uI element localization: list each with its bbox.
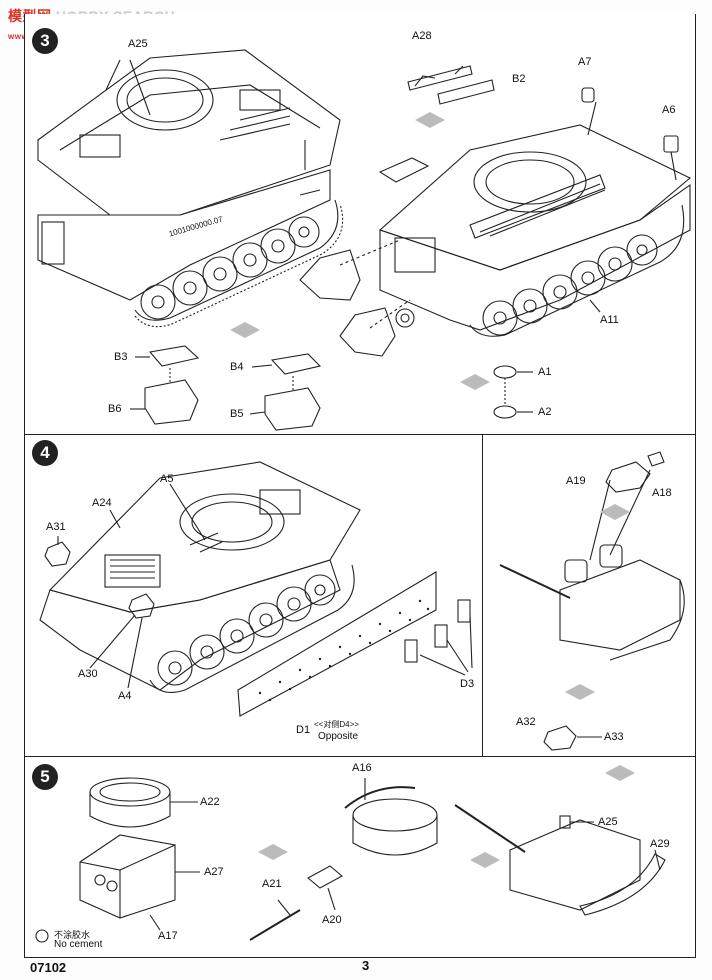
- step4-turret-body: [559, 559, 681, 651]
- label-b2: B2: [512, 73, 526, 85]
- step4-engine-deck: [104, 554, 161, 588]
- part-a20: [307, 865, 343, 889]
- step3-final-drive-left: [299, 249, 361, 301]
- kit-number: 07102: [30, 960, 67, 975]
- step3-left-hull-side: [37, 169, 331, 301]
- step4-roadwheels: [157, 574, 336, 686]
- label-a33: A33: [604, 731, 624, 743]
- step5-turret: [509, 819, 641, 911]
- step3-left-turret-ring: [116, 69, 214, 131]
- label-a16: A16: [352, 762, 372, 774]
- part-a21: [249, 909, 301, 941]
- assembly-arrows: [230, 112, 635, 868]
- step3-right-hull-side: [379, 183, 691, 331]
- part-a1: [493, 365, 517, 379]
- label-a5: A5: [160, 473, 174, 485]
- step3-panel: [24, 14, 696, 435]
- step3-plate-upper: [378, 157, 430, 183]
- label-a4: A4: [118, 690, 132, 702]
- part-d3-c: [457, 599, 471, 623]
- label-a1: A1: [538, 366, 552, 378]
- step5-number-badge: 5: [32, 764, 58, 790]
- step3-left-hull-top: [37, 49, 341, 216]
- step4-number-badge: 4: [32, 440, 58, 466]
- part-b4: [270, 353, 322, 375]
- step3-right-roadwheels: [482, 234, 658, 336]
- label-a21: A21: [262, 878, 282, 890]
- label-b4: B4: [230, 361, 244, 373]
- part-a27: [79, 834, 176, 919]
- part-d3-a: [404, 639, 418, 663]
- step4-turret-panel: [482, 434, 696, 758]
- part-a18: [647, 451, 665, 467]
- part-a6: [663, 135, 679, 153]
- step3-right-turret-ring: [473, 151, 587, 213]
- label-a22: A22: [200, 796, 220, 808]
- step3-right-hull-top: [378, 124, 692, 271]
- step3-left-hatch: [79, 134, 121, 158]
- label-a31: A31: [46, 521, 66, 533]
- label-a17: A17: [158, 930, 178, 942]
- part-a16: [344, 786, 416, 809]
- part-b3: [148, 345, 200, 367]
- label-d3: D3: [460, 678, 475, 690]
- label-a28: A28: [412, 30, 432, 42]
- part-d1: [237, 571, 437, 717]
- part-a19: [605, 461, 651, 493]
- part-a7: [581, 87, 595, 103]
- step3-right-grille-A11: [469, 174, 606, 239]
- label-a7: A7: [578, 56, 592, 68]
- label-a24: A24: [92, 497, 112, 509]
- part-a32-a33: [543, 725, 577, 751]
- label-b6: B6: [108, 403, 122, 415]
- step5-panel: [24, 756, 696, 958]
- label-a27: A27: [204, 866, 224, 878]
- no-cement-icon: [35, 929, 49, 943]
- label-b5: B5: [230, 408, 244, 420]
- part-a29-basket: [579, 853, 666, 916]
- label-a20: A20: [322, 914, 342, 926]
- no-cement-cn: 不涂胶水: [54, 930, 91, 940]
- step3-left-roadwheels: [140, 216, 320, 320]
- label-a11: A11: [600, 314, 619, 326]
- part-a30-a4: [128, 593, 155, 619]
- label-a29: A29: [650, 838, 670, 850]
- part-b2: [437, 79, 495, 105]
- no-cement-en: No cement: [54, 939, 103, 950]
- label-b3: B3: [114, 351, 128, 363]
- label-a25-step3: A25: [128, 38, 148, 50]
- step4-turret-ring: [179, 493, 285, 551]
- step4-turret-basket: [609, 579, 685, 661]
- part-d3-b: [434, 624, 448, 648]
- step3-number-badge: 3: [32, 28, 58, 54]
- part-b6: [144, 379, 199, 425]
- label-d1: D1: [296, 724, 311, 736]
- part-a16-ring: [352, 798, 438, 832]
- label-a2: A2: [538, 406, 552, 418]
- step4-turret-gun: [499, 564, 571, 599]
- label-a25-step5: A25: [598, 816, 618, 828]
- label-a32: A32: [516, 716, 536, 728]
- step5-turret-gun: [454, 804, 526, 853]
- page-number: 3: [362, 958, 370, 973]
- label-a18: A18: [652, 487, 672, 499]
- step3-final-drive-right: [339, 307, 396, 357]
- part-a2: [493, 405, 517, 419]
- part-b5: [264, 387, 321, 431]
- label-a6: A6: [662, 104, 676, 116]
- opposite-en: Opposite: [318, 731, 359, 742]
- part-a31: [44, 541, 71, 567]
- label-a19: A19: [566, 475, 586, 487]
- part-a28: [407, 65, 473, 91]
- part-a22: [89, 777, 171, 807]
- opposite-cn: <<对侧D4>>: [314, 720, 359, 729]
- label-a30: A30: [78, 668, 98, 680]
